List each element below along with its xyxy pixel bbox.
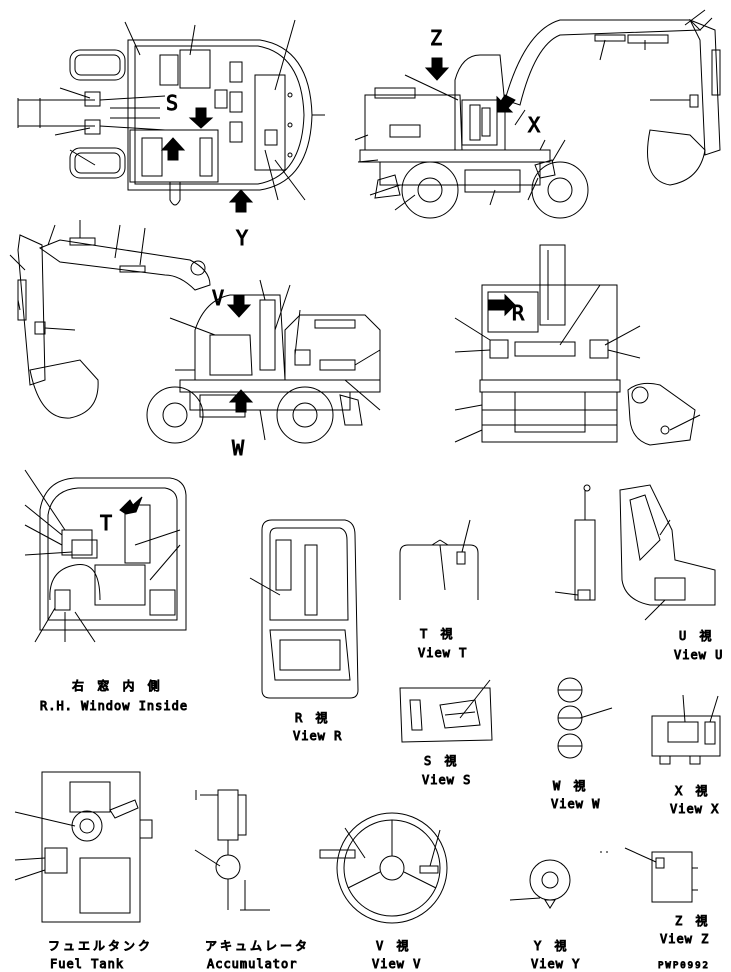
view-w-drawing [557, 677, 613, 759]
view-letter-x: X [528, 113, 540, 137]
machine-rear-view [454, 244, 701, 446]
caption-rh-window-jp: 右 窓 内 側 [72, 678, 163, 693]
caption-view-w-en: View W [551, 797, 600, 811]
view-s-drawing [399, 679, 493, 743]
caption-view-z-en: View Z [660, 932, 709, 946]
fuel-tank-drawing [14, 771, 153, 923]
view-x-drawing [651, 694, 721, 765]
caption-view-v-en: View V [372, 957, 421, 971]
caption-view-v-jp: V 視 [376, 938, 411, 953]
view-letter-r: R [512, 301, 525, 325]
caption-fuel-tank-en: Fuel Tank [50, 957, 124, 971]
caption-view-u-en: View U [674, 648, 723, 662]
caption-rh-window-en: R.H. Window Inside [40, 699, 188, 713]
accumulator-drawing [194, 789, 270, 911]
view-r-drawing [249, 519, 359, 699]
caption-view-r-jp: R 視 [295, 710, 330, 725]
view-letter-z: Z [430, 26, 442, 50]
caption-view-s-jp: S 視 [424, 753, 459, 768]
view-letter-s: S [166, 91, 178, 115]
caption-view-w-jp: W 視 [553, 778, 588, 793]
drawing-code: PWP0992 [658, 961, 710, 971]
caption-view-z-jp: Z 視 [675, 913, 710, 928]
caption-view-t-en: View T [418, 646, 467, 660]
caption-view-s-en: View S [422, 773, 471, 787]
caption-accumulator-en: Accumulator [207, 957, 297, 971]
caption-view-u-jp: U 視 [679, 628, 714, 643]
rh-window-inside-view [24, 469, 187, 643]
view-letter-y: Y [236, 226, 248, 250]
view-u-drawing [554, 484, 716, 621]
view-letter-t: T [100, 511, 112, 535]
caption-view-x-en: View X [670, 802, 719, 816]
caption-view-r-en: View R [293, 729, 342, 743]
view-v-drawing [319, 812, 448, 924]
caption-view-y-en: View Y [531, 957, 580, 971]
caption-accumulator-jp: アキュムレータ [205, 939, 310, 953]
caption-fuel-tank-jp: フュエルタンク [48, 939, 153, 953]
machine-side-view-right [9, 220, 381, 444]
view-letter-v: V [212, 286, 224, 310]
caption-view-y-jp: Y 視 [534, 938, 569, 953]
caption-view-x-jp: X 視 [675, 783, 710, 798]
view-t-drawing [399, 519, 479, 600]
view-y-drawing [509, 859, 571, 909]
machine-side-view-left [354, 9, 721, 219]
view-z-drawing [600, 847, 698, 903]
caption-view-t-jp: T 視 [420, 626, 455, 641]
machine-top-view [17, 19, 325, 213]
view-letter-w: W [232, 436, 245, 460]
